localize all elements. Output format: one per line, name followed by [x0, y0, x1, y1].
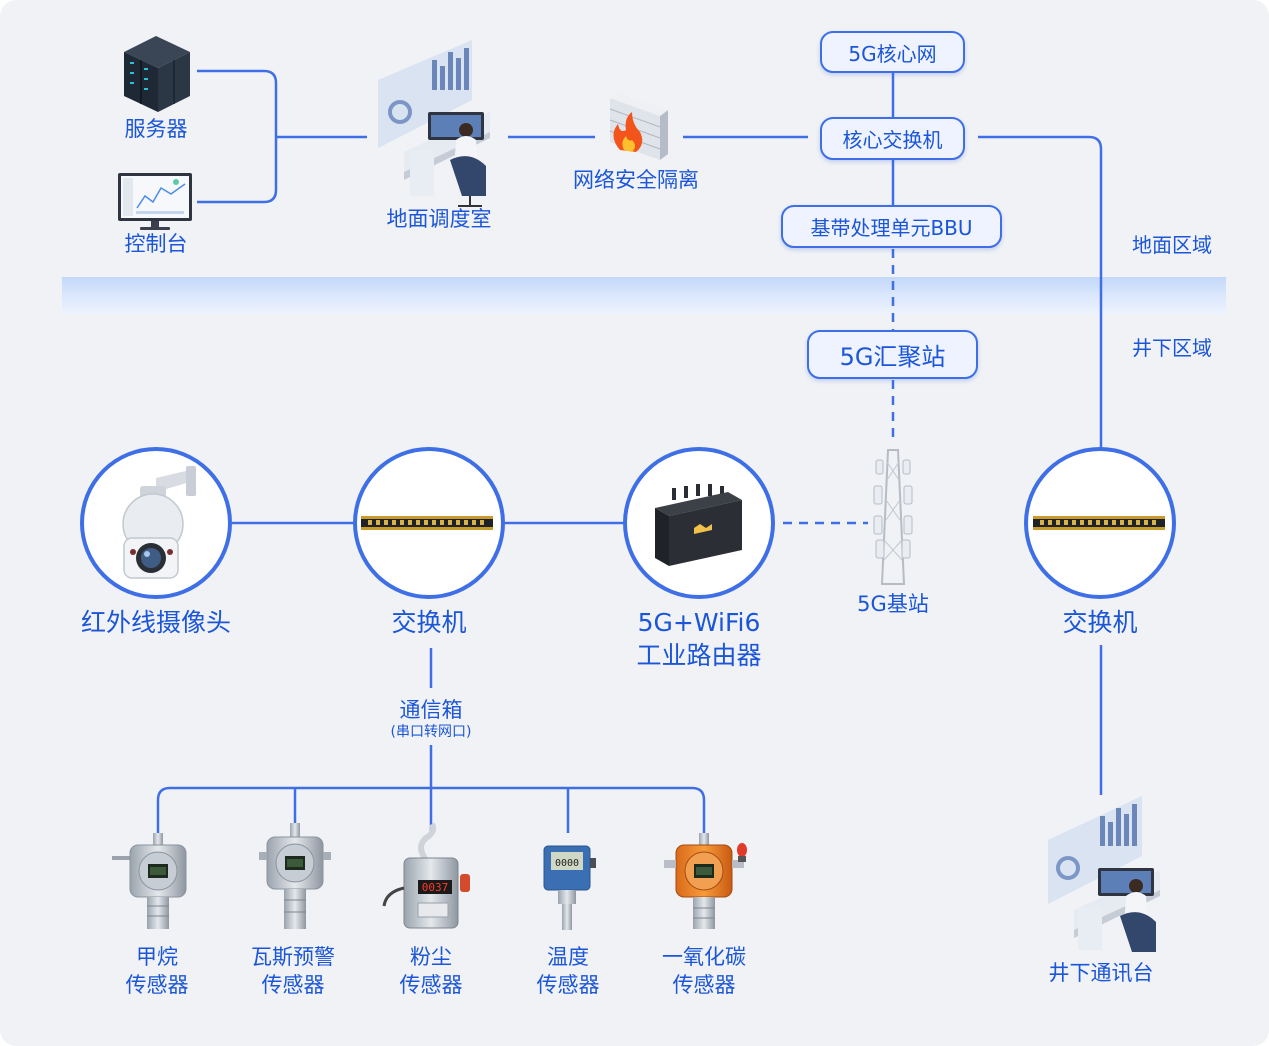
aggregation-station-label: 5G汇聚站 — [839, 343, 946, 371]
dust-sensor-icon: 0037 — [382, 822, 470, 929]
core-network-pill: 5G核心网 — [820, 31, 965, 73]
ground-area-label: 地面区域 — [1132, 233, 1212, 257]
server-label: 服务器 — [124, 117, 188, 141]
right-switch-label: 交换机 — [1062, 608, 1138, 637]
firewall-icon — [609, 92, 668, 160]
core-network-label: 5G核心网 — [848, 41, 937, 66]
svg-text:0000: 0000 — [555, 858, 579, 869]
ground-underground-boundary — [62, 277, 1226, 315]
server-icon — [124, 36, 190, 112]
sensor-co-label-line2: 传感器 — [672, 973, 736, 997]
underground-links — [156, 521, 706, 833]
sensor-gas-warning-label-line2: 传感器 — [261, 973, 325, 997]
base-station-tower-icon — [873, 449, 913, 585]
carbon-monoxide-sensor-icon — [664, 833, 747, 929]
methane-sensor-icon — [112, 833, 187, 929]
link-coreswitch-right-switch — [978, 135, 1103, 448]
core-switch-label: 核心交换机 — [842, 128, 943, 152]
comm-box-sublabel: (串口转网口) — [390, 724, 472, 740]
switch-label: 交换机 — [391, 608, 467, 637]
console-label: 控制台 — [124, 232, 188, 256]
router-label-line1: 5G+WiFi6 — [637, 608, 761, 637]
right-switch-device-icon — [1033, 516, 1165, 530]
sensor-methane-label-line2: 传感器 — [125, 973, 189, 997]
comm-box-label: 通信箱 — [399, 698, 463, 722]
sensor-temperature-label-line2: 传感器 — [536, 973, 600, 997]
dispatch-room-illustration — [378, 40, 490, 207]
sensor-temperature-label-line1: 温度 — [547, 945, 589, 969]
sensor-co-label-line1: 一氧化碳 — [662, 945, 746, 969]
ground-links — [197, 69, 1103, 795]
base-station-label: 5G基站 — [857, 592, 929, 616]
sensor-methane-label-line1: 甲烷 — [136, 945, 178, 969]
dispatch-room-label: 地面调度室 — [386, 207, 492, 231]
sensor-bus — [156, 786, 706, 833]
router-label-line2: 工业路由器 — [636, 641, 762, 670]
sensor-gas-warning-label-line1: 瓦斯预警 — [251, 945, 335, 969]
aggregation-station-pill: 5G汇聚站 — [807, 330, 978, 379]
industrial-router-icon — [655, 484, 742, 566]
firewall-label: 网络安全隔离 — [573, 168, 699, 192]
temperature-sensor-icon: 0000 — [543, 845, 596, 930]
bbu-pill: 基带处理单元BBU — [781, 205, 1002, 248]
svg-text:0037: 0037 — [422, 881, 449, 894]
comm-station-label: 井下通讯台 — [1048, 961, 1154, 985]
core-switch-pill: 核心交换机 — [820, 117, 965, 160]
bbu-label: 基带处理单元BBU — [810, 216, 973, 240]
switch-device-icon — [361, 516, 493, 530]
ir-camera-icon — [122, 466, 196, 579]
console-monitor-icon — [118, 173, 192, 230]
ir-camera-label: 红外线摄像头 — [80, 608, 232, 637]
underground-area-label: 井下区域 — [1132, 336, 1212, 360]
gas-warning-sensor-icon — [259, 823, 331, 929]
sensor-dust-label-line1: 粉尘 — [410, 945, 452, 969]
underground-comm-station-illustration — [1048, 796, 1160, 952]
sensor-dust-label-line2: 传感器 — [399, 973, 463, 997]
wireless-links — [783, 249, 895, 525]
